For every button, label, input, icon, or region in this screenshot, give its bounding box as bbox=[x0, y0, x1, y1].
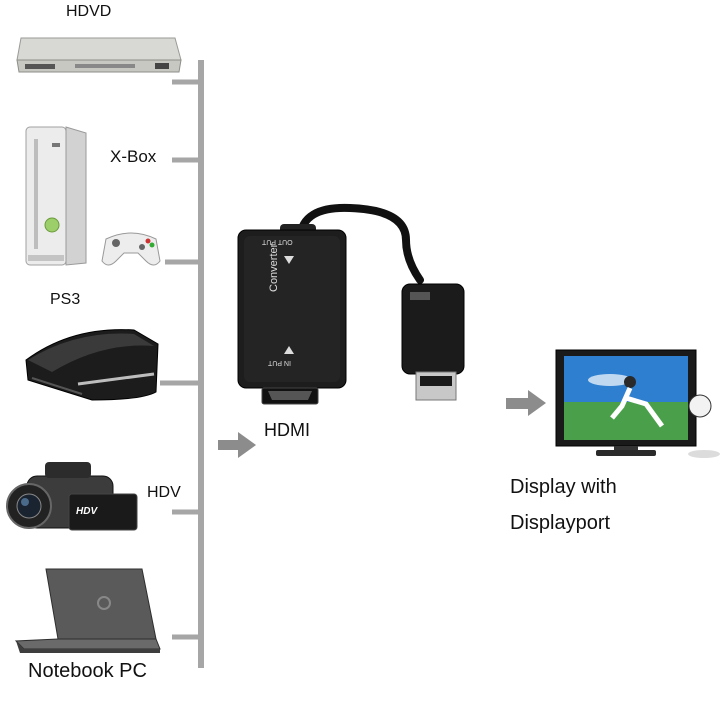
converter-device-icon bbox=[237, 203, 465, 405]
label-hdvd: HDVD bbox=[66, 3, 112, 20]
label-display-line2: Displayport bbox=[510, 512, 611, 534]
arrow-to-display bbox=[506, 390, 546, 416]
ps3-console-icon bbox=[25, 329, 159, 401]
xbox-console-icon bbox=[25, 126, 87, 266]
label-hdmi: HDMI bbox=[264, 420, 310, 440]
camcorder-badge: HDV bbox=[76, 506, 98, 517]
label-notebook: Notebook PC bbox=[28, 660, 147, 682]
label-display-line1: Display with bbox=[510, 476, 617, 498]
notebook-pc-icon bbox=[14, 568, 161, 653]
label-xbox: X-Box bbox=[110, 147, 157, 166]
hdvd-player-icon bbox=[16, 37, 182, 73]
xbox-controller-icon bbox=[101, 232, 161, 266]
label-hdv: HDV bbox=[147, 484, 181, 501]
hdv-camcorder-icon bbox=[6, 462, 138, 531]
converter-input-text: IN PUT bbox=[268, 359, 291, 366]
arrow-to-converter bbox=[218, 432, 256, 458]
converter-body-text: Converter bbox=[268, 243, 280, 292]
display-monitor-icon bbox=[555, 349, 720, 458]
label-ps3: PS3 bbox=[50, 291, 81, 308]
